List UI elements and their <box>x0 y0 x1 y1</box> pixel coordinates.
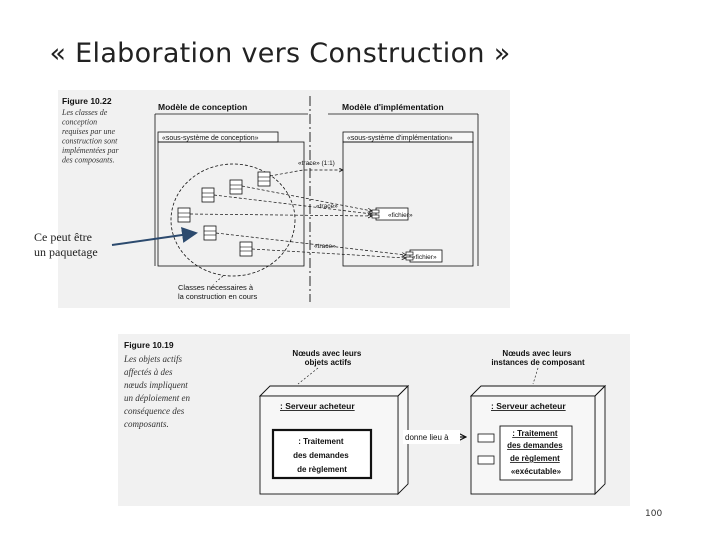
trace-arrow-4 <box>215 232 406 255</box>
design-class-3 <box>201 187 215 203</box>
fig-caption: Les classes de conception requises par u… <box>61 108 121 165</box>
design-implementation-diagram: Figure 10.22 Les classes de conception r… <box>61 96 479 302</box>
trace-arrow-1 <box>241 185 372 211</box>
build-classes-note: Classes nécessaires à la construction en… <box>178 283 257 301</box>
design-model-heading: Modèle de conception <box>158 102 247 112</box>
left-node-name: : Serveur acheteur <box>280 401 355 411</box>
component-file-2 <box>405 249 443 263</box>
build-classes-boundary <box>170 163 296 277</box>
implementation-model-heading: Modèle d'implémentation <box>342 102 444 112</box>
callout-line-1: Ce peut être <box>34 230 92 244</box>
right-node-heading: Nœuds avec leurs instances de composant <box>491 349 585 367</box>
trace-label-1: «trace» <box>316 203 338 210</box>
gives-rise-label: donne lieu à <box>405 433 449 442</box>
page-number: 100 <box>645 509 663 519</box>
component-instance <box>477 425 573 481</box>
fig-caption-2: Les objets actifs affectés à des nœuds i… <box>123 354 192 429</box>
callout-line-2: un paquetage <box>34 245 98 259</box>
trace-label-2: «trace» <box>314 243 336 250</box>
trace-one-to-one-label: «trace» (1:1) <box>298 160 335 167</box>
design-class-6 <box>239 241 253 257</box>
design-subsystem-label: «sous-système de conception» <box>162 135 259 142</box>
package-callout: Ce peut être un paquetage <box>34 230 98 260</box>
active-object-label: : Traitement des demandes de règlement <box>293 437 351 474</box>
component-instance-label: : Traitement des demandes de règlement «… <box>507 429 565 476</box>
right-node-name: : Serveur acheteur <box>491 401 566 411</box>
deployment-diagram: Figure 10.19 Les objets actifs affectés … <box>123 340 607 496</box>
trace-arrow-2 <box>213 194 372 214</box>
design-class-2 <box>229 179 243 195</box>
file-label-2: «fichier» <box>412 254 437 261</box>
implementation-subsystem-label: «sous-système d'implémentation» <box>347 135 453 142</box>
slide-title: « Elaboration vers Construction » <box>49 38 511 69</box>
left-node-heading: Nœuds avec leurs objets actifs <box>292 349 363 367</box>
design-class-1 <box>257 171 271 187</box>
fig-label-2: Figure 10.19 <box>124 340 174 350</box>
trace-arrow-5 <box>251 248 406 258</box>
trace-one-to-one-arrow <box>269 170 343 177</box>
design-subsystem-package <box>157 141 305 267</box>
implementation-subsystem-package <box>342 141 474 267</box>
design-class-4 <box>177 207 191 223</box>
fig-label: Figure 10.22 <box>62 96 112 106</box>
design-class-5 <box>203 225 217 241</box>
active-object <box>271 428 373 480</box>
file-label-1: «fichier» <box>388 212 413 219</box>
component-file-1 <box>371 207 409 221</box>
deployment-figure: Figure 10.19 Les objets actifs affectés … <box>118 334 630 506</box>
design-implementation-figure: Figure 10.22 Les classes de conception r… <box>58 90 510 308</box>
trace-arrow-3 <box>189 213 372 216</box>
